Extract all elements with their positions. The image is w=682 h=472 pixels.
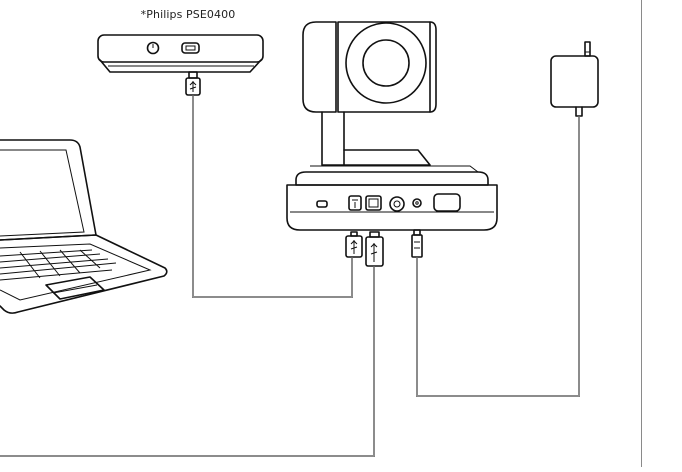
camera-lens <box>345 22 427 104</box>
speakerphone-usb-plug <box>185 71 201 96</box>
laptop-keyboard <box>0 249 117 281</box>
camera-rs232-port <box>389 196 405 212</box>
usb-symbol-icon <box>189 81 197 92</box>
laptop-touchpad <box>45 276 105 300</box>
cable-camera-to-laptop <box>0 266 375 457</box>
camera-usb-b-plug <box>365 231 384 267</box>
panel-divider <box>641 0 642 467</box>
ptz-camera-illustration <box>286 21 498 231</box>
laptop-illustration <box>0 139 168 314</box>
camera-dc-in-port <box>412 198 422 208</box>
camera-micro-usb-plug <box>345 231 363 258</box>
camera-micro-usb-port <box>348 195 362 211</box>
camera-ir-window <box>433 193 461 212</box>
speakerphone-usb-port <box>181 42 200 54</box>
camera-usb-b-port <box>365 195 382 211</box>
speakerphone-illustration <box>97 34 264 73</box>
speakerphone-label: *Philips PSE0400 <box>140 8 236 21</box>
power-adapter-illustration <box>550 41 599 117</box>
speakerphone-power-button <box>146 41 160 55</box>
cable-speakerphone-to-camera <box>192 95 353 298</box>
cable-adapter-to-camera <box>416 116 580 397</box>
camera-dc-plug <box>411 229 423 258</box>
camera-status-led <box>316 200 328 208</box>
